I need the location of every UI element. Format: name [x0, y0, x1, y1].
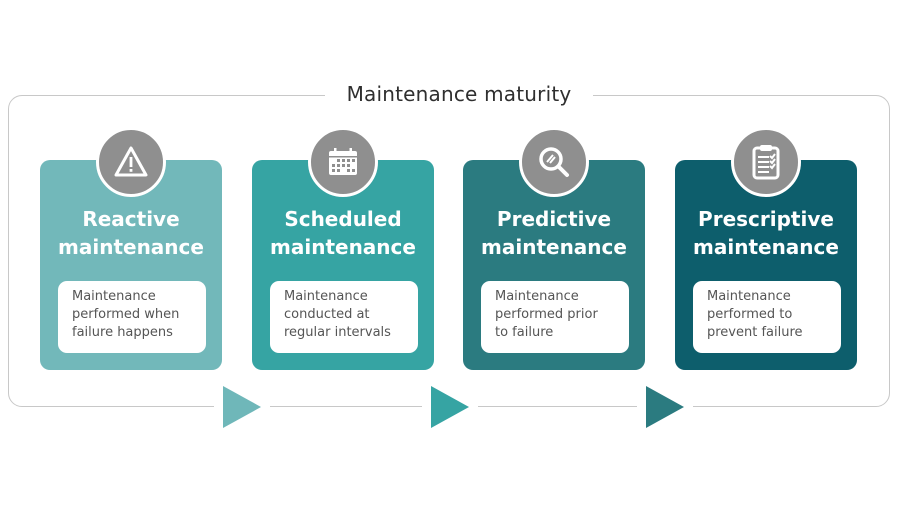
stage-title-line: Prescriptive [698, 207, 834, 231]
description-line: prevent failure [707, 325, 803, 340]
icon-badge [308, 127, 378, 197]
description-line: Maintenance [284, 289, 368, 304]
description-line: performed to [707, 307, 793, 322]
stage-description: Maintenance performed prior to failure [481, 281, 629, 353]
description-line: performed prior [495, 307, 598, 322]
stage-description: Maintenance performed to prevent failure [693, 281, 841, 353]
description-line: regular intervals [284, 325, 391, 340]
stage-card-prescriptive: Prescriptive maintenance Maintenance per… [675, 127, 857, 370]
description-line: Maintenance [707, 289, 791, 304]
description-line: failure happens [72, 325, 173, 340]
icon-badge [96, 127, 166, 197]
clipboard-icon [752, 145, 780, 180]
stage-title: Predictive maintenance [463, 205, 645, 261]
stage-title-line: maintenance [693, 235, 839, 259]
stage-title: Scheduled maintenance [252, 205, 434, 261]
description-line: performed when [72, 307, 180, 322]
progress-arrow-icon [223, 386, 261, 428]
stage-title-line: Predictive [496, 207, 612, 231]
stage-title: Reactive maintenance [40, 205, 222, 261]
description-line: Maintenance [72, 289, 156, 304]
stage-title-line: maintenance [58, 235, 204, 259]
stage-card-reactive: Reactive maintenance Maintenance perform… [40, 127, 222, 370]
stage-description: Maintenance performed when failure happe… [58, 281, 206, 353]
calendar-icon [329, 148, 357, 175]
warning-icon [114, 146, 148, 177]
stage-title-line: maintenance [270, 235, 416, 259]
progress-arrow-icon [646, 386, 684, 428]
stage-title-line: maintenance [481, 235, 627, 259]
description-line: to failure [495, 325, 554, 340]
stage-card-predictive: Predictive maintenance Maintenance perfo… [463, 127, 645, 370]
description-line: conducted at [284, 307, 370, 322]
stage-title-line: Scheduled [284, 207, 402, 231]
icon-badge [731, 127, 801, 197]
icon-badge [519, 127, 589, 197]
magnifier-icon [539, 147, 569, 177]
description-line: Maintenance [495, 289, 579, 304]
progress-arrow-icon [431, 386, 469, 428]
stage-title: Prescriptive maintenance [675, 205, 857, 261]
stage-title-line: Reactive [82, 207, 180, 231]
diagram-title: Maintenance maturity [325, 80, 593, 108]
stage-card-scheduled: Scheduled maintenance Maintenance conduc… [252, 127, 434, 370]
stage-description: Maintenance conducted at regular interva… [270, 281, 418, 353]
